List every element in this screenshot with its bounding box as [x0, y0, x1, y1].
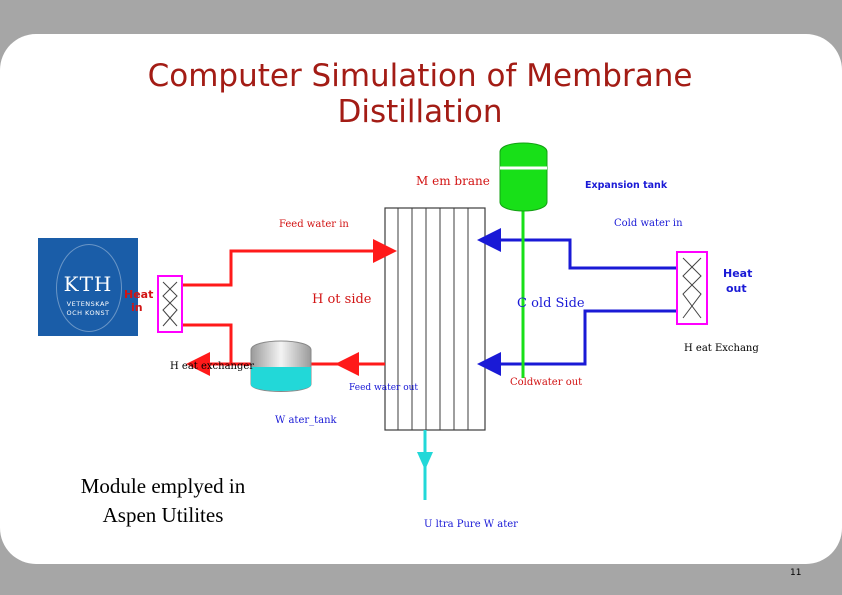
- title-line-2: Distillation: [337, 94, 503, 130]
- label-cold-side: C old Side: [517, 296, 585, 311]
- title-line-1: Computer Simulation of Membrane: [147, 58, 693, 94]
- label-heat-exchanger-left: H eat exchanger: [170, 361, 255, 372]
- water-tank: [250, 340, 312, 392]
- ultra-pure-water-outlet: [417, 430, 433, 500]
- logo-text: KTH: [63, 272, 113, 296]
- crown-emblem-icon: [56, 244, 122, 332]
- label-ultra-pure-water: U ltra Pure W ater: [424, 519, 518, 530]
- slide-title: Computer Simulation of Membrane Distilla…: [60, 58, 780, 130]
- label-feed-water-in: Feed water in: [279, 219, 349, 230]
- kth-logo: KTH VETENSKAP OCH KONST: [38, 238, 138, 336]
- membrane-module: [384, 207, 486, 431]
- label-water-tank: W ater_tank: [275, 415, 337, 426]
- cold-loop-pipes: [477, 228, 677, 376]
- caption-line-1: Module emplyed in: [80, 474, 246, 498]
- page-number: 11: [790, 568, 802, 578]
- heat-exchanger-left: [157, 275, 183, 333]
- expansion-tank: [499, 142, 548, 378]
- label-heat-out-2: out: [726, 282, 747, 295]
- label-heat-out-1: Heat: [723, 267, 753, 280]
- label-heat-in-1: Heat: [124, 288, 154, 301]
- label-heat-out: Heat out: [723, 266, 752, 296]
- heat-exchanger-right: [676, 251, 708, 325]
- label-heat-in: Heat in: [124, 288, 153, 314]
- logo-sub-1: VETENSKAP: [66, 300, 110, 308]
- caption-line-2: Aspen Utilites: [102, 503, 224, 527]
- logo-sub-2: OCH KONST: [66, 309, 110, 317]
- label-cold-water-out: Coldwater out: [510, 377, 583, 388]
- label-feed-water-out: Feed water out: [349, 383, 419, 393]
- slide-caption: Module emplyed in Aspen Utilites: [50, 472, 276, 530]
- label-membrane: M em brane: [416, 174, 490, 188]
- label-cold-water-in: Cold water in: [614, 218, 683, 229]
- label-hot-side: H ot side: [312, 292, 372, 307]
- label-heat-in-2: in: [131, 301, 143, 314]
- label-heat-exchanger-right: H eat Exchang: [684, 343, 759, 354]
- label-expansion-tank: Expansion tank: [585, 180, 668, 191]
